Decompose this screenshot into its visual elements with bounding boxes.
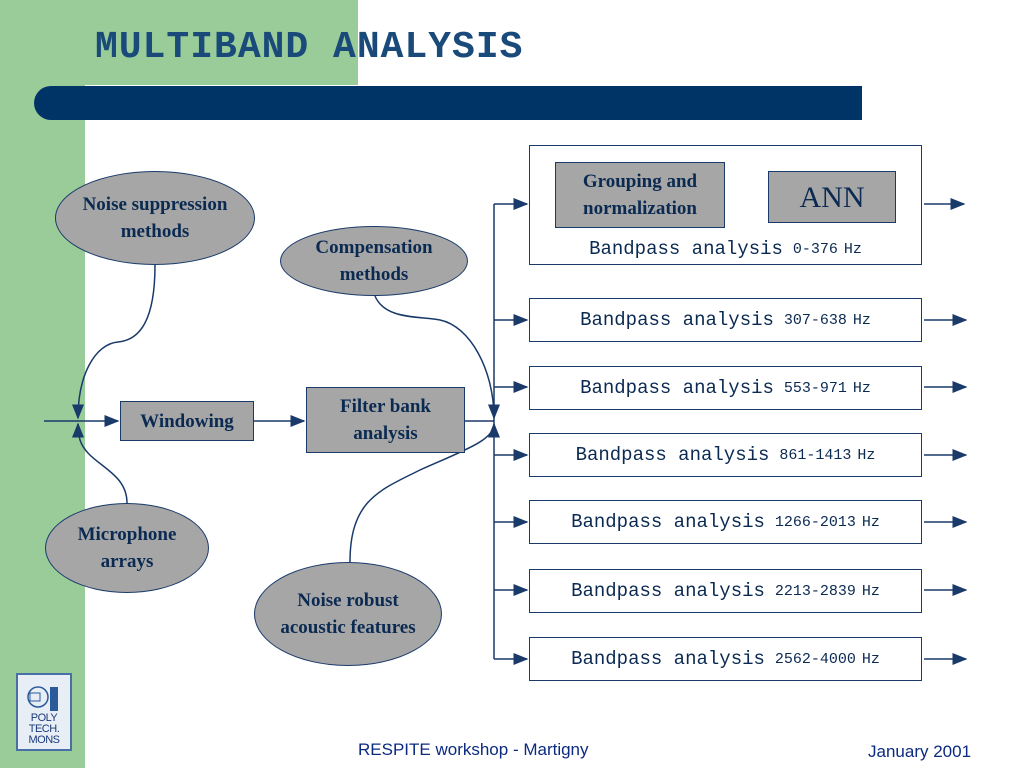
band-range: 307-638 xyxy=(783,311,847,329)
title-bar xyxy=(34,86,862,120)
ann-box: ANN xyxy=(768,171,896,223)
band-box-2: Bandpass analysis 553-971 Hz xyxy=(529,366,922,410)
band-unit: Hz xyxy=(857,446,876,464)
logo-line-2: TECH. xyxy=(28,723,60,735)
grouping-box: Grouping and normalization xyxy=(555,162,725,228)
curve-microphone xyxy=(72,422,128,504)
band-text: Bandpass analysis xyxy=(580,309,774,331)
band-text: Bandpass analysis xyxy=(571,580,765,602)
band-unit: Hz xyxy=(852,311,871,329)
curve-compensation xyxy=(374,295,500,420)
microphone-arrays-node: Microphone arrays xyxy=(45,503,209,593)
filter-bank-label: Filter bank analysis xyxy=(340,396,431,444)
building-icon xyxy=(27,686,58,711)
noise-suppression-label: Noise suppression methods xyxy=(82,194,228,242)
ann-label: ANN xyxy=(799,180,865,214)
band-text: Bandpass analysis xyxy=(571,511,765,533)
curve-noise-suppression xyxy=(72,264,156,420)
band-range: 553-971 xyxy=(783,379,847,397)
band-text: Bandpass analysis xyxy=(571,648,765,670)
sidebar-strip xyxy=(0,0,85,768)
band-box-1: Bandpass analysis 307-638 Hz xyxy=(529,298,922,342)
band-unit: Hz xyxy=(843,240,862,258)
noise-robust-label: Noise robust acoustic features xyxy=(280,590,416,638)
band-text: Bandpass analysis xyxy=(575,444,770,466)
band-text: Bandpass analysis xyxy=(589,238,783,260)
microphone-arrays-label: Microphone arrays xyxy=(77,524,177,572)
footer-date: January 2001 xyxy=(868,742,972,761)
band-box-5: Bandpass analysis 2213-2839 Hz xyxy=(529,569,922,613)
slide-title: MULTIBAND ANALYSIS xyxy=(95,26,524,69)
band-text: Bandpass analysis xyxy=(580,377,774,399)
title-background xyxy=(0,0,358,85)
band-unit: Hz xyxy=(861,582,880,600)
band-box-3: Bandpass analysis 861-1413 Hz xyxy=(529,433,922,477)
compensation-label: Compensation methods xyxy=(315,237,433,285)
band-box-4: Bandpass analysis 1266-2013 Hz xyxy=(529,500,922,544)
band-range: 861-1413 xyxy=(779,446,852,464)
windowing-label: Windowing xyxy=(140,410,234,432)
band-label-0: Bandpass analysis 0-376 Hz xyxy=(530,236,921,262)
noise-robust-node: Noise robust acoustic features xyxy=(254,562,442,666)
filter-bank-box: Filter bank analysis xyxy=(306,387,465,453)
band-unit: Hz xyxy=(861,513,880,531)
polytech-mons-logo: POLY TECH. MONS xyxy=(16,673,72,751)
band-unit: Hz xyxy=(852,379,871,397)
band-box-6: Bandpass analysis 2562-4000 Hz xyxy=(529,637,922,681)
curve-noise-robust xyxy=(349,422,500,563)
footer-event: RESPITE workshop - Martigny xyxy=(358,740,589,759)
compensation-node: Compensation methods xyxy=(280,226,468,296)
logo-line-3: MONS xyxy=(28,734,61,746)
band-range: 0-376 xyxy=(792,240,838,258)
band-unit: Hz xyxy=(861,650,880,668)
band-range: 1266-2013 xyxy=(774,513,856,531)
logo-line-1: POLY xyxy=(30,712,58,724)
band-range: 2562-4000 xyxy=(774,650,856,668)
noise-suppression-node: Noise suppression methods xyxy=(55,171,255,265)
band-range: 2213-2839 xyxy=(774,582,856,600)
windowing-box: Windowing xyxy=(120,401,254,441)
grouping-label: Grouping and normalization xyxy=(582,171,698,219)
